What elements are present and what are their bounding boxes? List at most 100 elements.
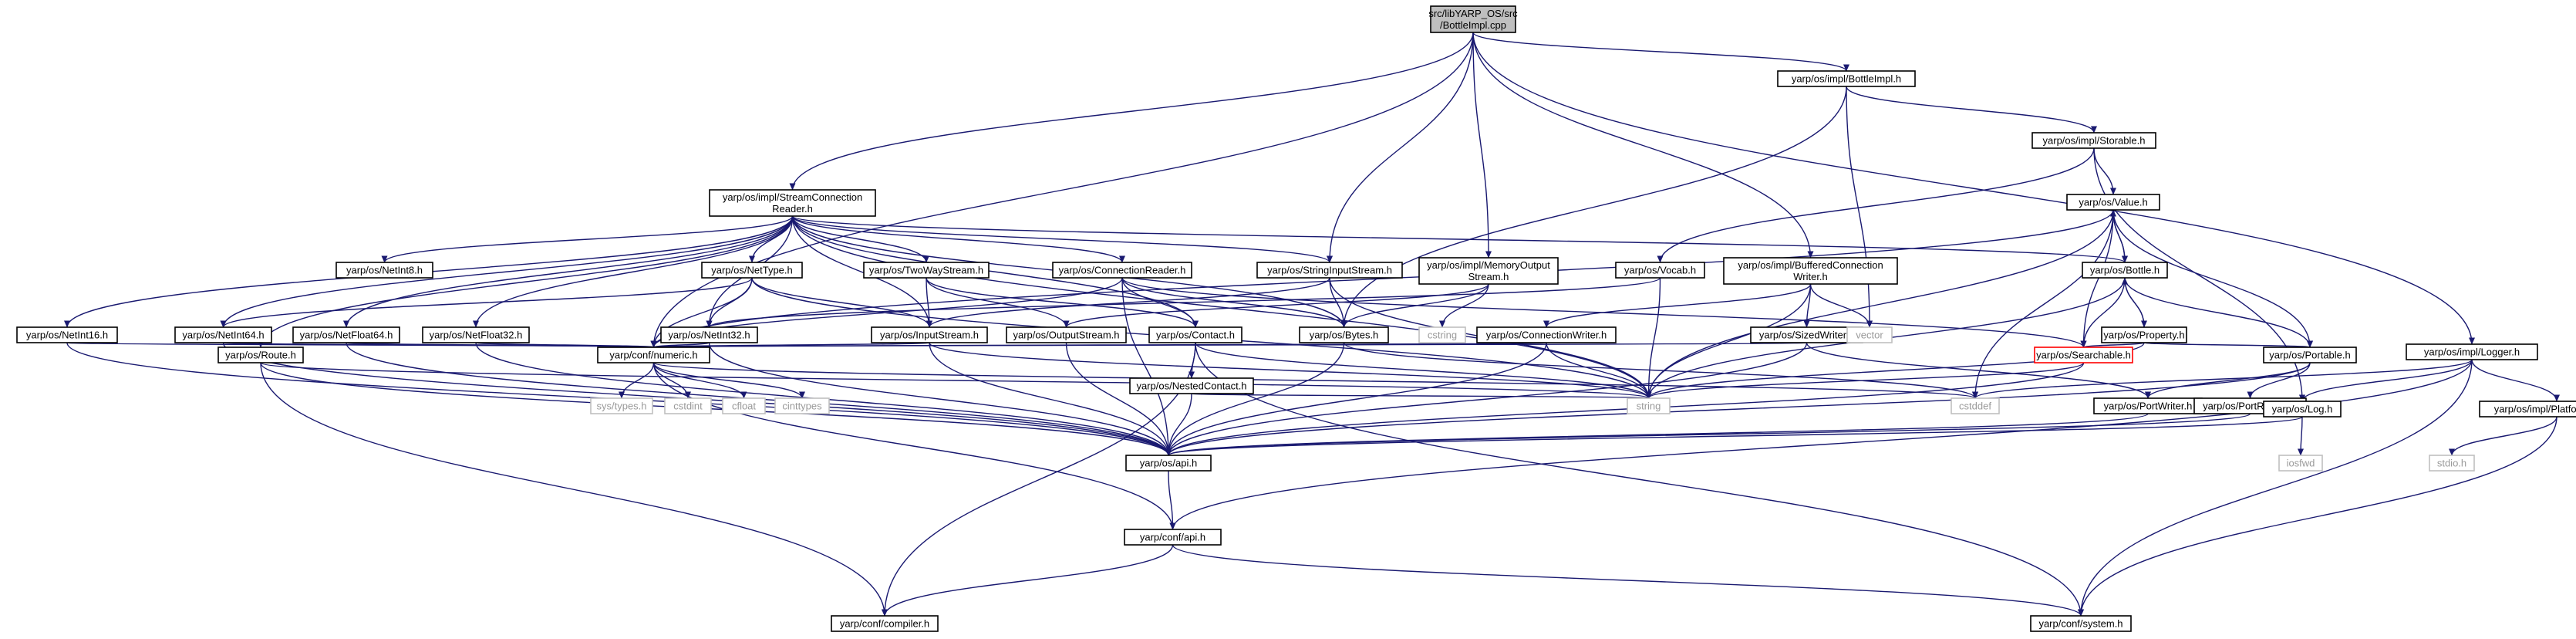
node-logger-h[interactable]: yarp/os/impl/Logger.h [2406, 343, 2538, 360]
node-box [2263, 347, 2357, 363]
node-box [871, 326, 988, 343]
edge-line [1165, 413, 2251, 456]
node-label: yarp/os/impl/PlatformStdio.h [2494, 404, 2576, 415]
node-system-h[interactable]: yarp/conf/system.h [2030, 615, 2132, 632]
node-nestedcontact-h[interactable]: yarp/os/NestedContact.h [1129, 377, 1254, 394]
node-label: yarp/os/PortWriter.h [2104, 401, 2193, 412]
node-connreader-h[interactable]: yarp/os/ConnectionReader.h [1052, 262, 1192, 279]
node-box [722, 397, 766, 414]
node-box [1006, 326, 1127, 343]
node-outputstream-h[interactable]: yarp/os/OutputStream.h [1006, 326, 1127, 343]
edge-scr_h-to-route_h [258, 215, 794, 348]
edge-osapi_h-to-confapi_h [1168, 470, 1176, 530]
edge-value_h-to-numeric_h [650, 209, 2114, 348]
edge-storable_h-to-vocab_h [1657, 147, 2095, 263]
node-sizedwriter-h[interactable]: yarp/os/SizedWriter.h [1750, 326, 1863, 343]
node-box [701, 262, 803, 279]
node-box [1129, 377, 1254, 394]
node-netint16-h[interactable]: yarp/os/NetInt16.h [16, 326, 118, 343]
edge-scr_h-to-contact_h [791, 215, 1199, 328]
edge-line [1645, 283, 1812, 399]
node-label: yarp/os/Bottle.h [2090, 265, 2160, 276]
node-numeric-h[interactable]: yarp/conf/numeric.h [597, 347, 710, 363]
node-netint8-h[interactable]: yarp/os/NetInt8.h [335, 262, 433, 279]
node-box [1846, 326, 1893, 343]
node-label: yarp/os/SizedWriter.h [1759, 330, 1854, 341]
node-vocab-h[interactable]: yarp/os/Vocab.h [1615, 262, 1705, 279]
node-compiler-h[interactable]: yarp/conf/compiler.h [831, 615, 939, 632]
node-osapi-h[interactable]: yarp/os/api.h [1125, 455, 1212, 472]
edge-line [1165, 362, 2085, 456]
node-twoway-h[interactable]: yarp/os/TwoWayStream.h [863, 262, 990, 279]
edge-line [791, 215, 932, 328]
edge-line [926, 277, 1330, 328]
node-label: yarp/os/Route.h [225, 350, 296, 361]
edge-memout_h-to-outputstream_h [1063, 283, 1489, 328]
edge-memout_h-to-bytes_h [1340, 283, 1489, 328]
node-log-h[interactable]: yarp/os/Log.h [2263, 401, 2342, 418]
edge-logger_h-to-system_h [2078, 359, 2473, 617]
edge-sizedwriter_h-to-osapi_h [1165, 342, 1808, 456]
edge-line [1165, 342, 1808, 456]
node-nettype-h[interactable]: yarp/os/NetType.h [701, 262, 803, 279]
node-stringinput-h[interactable]: yarp/os/StringInputStream.h [1256, 262, 1403, 279]
edge-portwriter_h-to-osapi_h [1165, 413, 2149, 456]
node-property-h[interactable]: yarp/os/Property.h [2101, 326, 2187, 343]
edge-scr_h-to-twoway_h [791, 215, 929, 263]
node-confapi-h[interactable]: yarp/conf/api.h [1124, 529, 1222, 546]
node-value-h[interactable]: yarp/os/Value.h [2066, 194, 2160, 211]
node-label: Writer.h [1793, 271, 1828, 282]
node-cfloat: cfloat [722, 397, 766, 414]
node-netint32-h[interactable]: yarp/os/NetInt32.h [660, 326, 758, 343]
node-portwriter-h[interactable]: yarp/os/PortWriter.h [2093, 397, 2203, 414]
node-inputstream-h[interactable]: yarp/os/InputStream.h [871, 326, 988, 343]
edge-line [1645, 209, 2114, 399]
node-root: src/libYARP_OS/src/BottleImpl.cpp [1428, 5, 1518, 33]
edge-line [260, 362, 888, 617]
node-platformstdio-h[interactable]: yarp/os/impl/PlatformStdio.h [2479, 401, 2576, 418]
edge-line [650, 209, 2114, 348]
edge-line [381, 215, 794, 263]
node-label: yarp/os/StringInputStream.h [1267, 265, 1392, 276]
edge-nettype_h-to-netint64_h [220, 277, 753, 328]
node-bytes-h[interactable]: yarp/os/Bytes.h [1299, 326, 1389, 343]
node-netfloat64-h[interactable]: yarp/os/NetFloat64.h [292, 326, 400, 343]
edge-twoway_h-to-contact_h [926, 277, 1199, 328]
node-route-h[interactable]: yarp/os/Route.h [217, 347, 304, 363]
edge-bottleimpl_h-to-bytes_h [1340, 86, 1847, 328]
node-portable-h[interactable]: yarp/os/Portable.h [2263, 347, 2357, 363]
node-bottleimpl-h[interactable]: yarp/os/impl/BottleImpl.h [1777, 70, 1916, 87]
nodes-layer: src/libYARP_OS/src/BottleImpl.cpp yarp/os… [16, 5, 2576, 632]
node-netint64-h[interactable]: yarp/os/NetInt64.h [174, 326, 272, 343]
edge-line [929, 342, 1172, 456]
node-storable-h[interactable]: yarp/os/impl/Storable.h [2031, 132, 2156, 149]
edge-line [2078, 359, 2473, 617]
edge-value_h-to-portable_h [2112, 209, 2313, 348]
edge-line [2247, 362, 2311, 399]
edge-numeric_h-to-cfloat [652, 362, 747, 399]
edge-line [2080, 209, 2114, 348]
node-box [1430, 5, 1516, 33]
node-searchable-h[interactable]: yarp/os/Searchable.h [2034, 347, 2133, 363]
node-bottle-h[interactable]: yarp/os/Bottle.h [2082, 262, 2168, 279]
edge-line [475, 340, 656, 348]
edge-numeric_h-to-systypes_h [619, 362, 655, 399]
node-connwriter-h[interactable]: yarp/os/ConnectionWriter.h [1476, 326, 1617, 343]
node-label: src/libYARP_OS/src [1428, 8, 1518, 19]
node-box [2034, 347, 2133, 363]
edge-line [1121, 277, 1199, 328]
edge-line [343, 215, 794, 328]
node-label: iosfwd [2287, 458, 2315, 469]
node-contact-h[interactable]: yarp/os/Contact.h [1148, 326, 1242, 343]
node-label: yarp/os/NetInt16.h [26, 330, 108, 341]
node-label: yarp/os/NetFloat64.h [300, 330, 393, 341]
edge-line [1327, 32, 1474, 263]
node-box [660, 326, 758, 343]
node-netfloat32-h[interactable]: yarp/os/NetFloat32.h [422, 326, 530, 343]
edge-line [1165, 362, 2311, 456]
node-box [831, 615, 939, 632]
